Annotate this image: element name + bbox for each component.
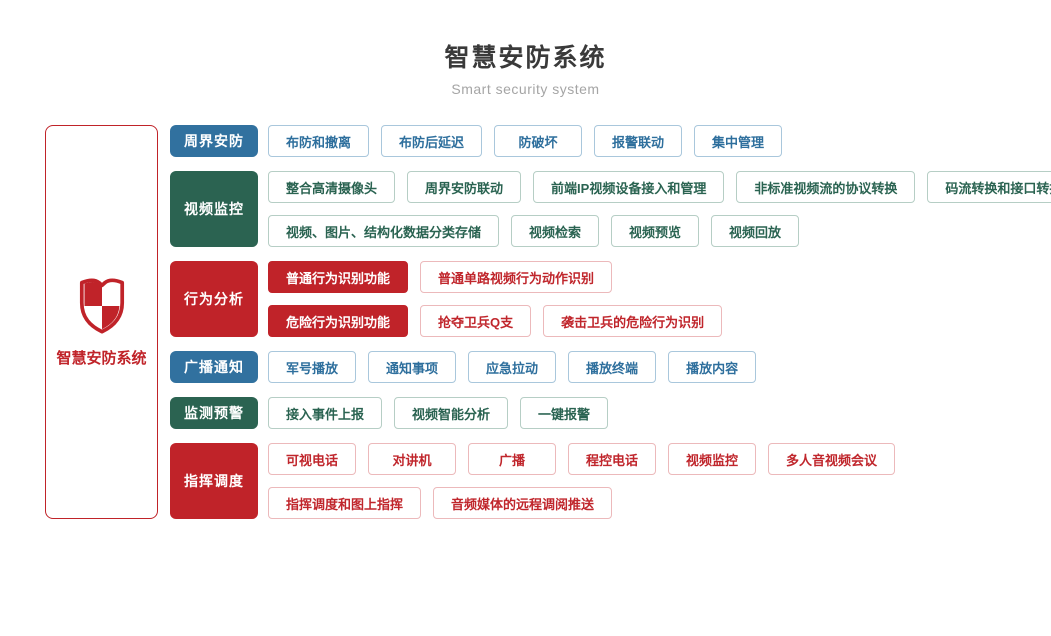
feature-box: 多人音视频会议 [768, 443, 896, 475]
feature-box: 码流转换和接口转换 [927, 171, 1051, 203]
feature-box: 视频智能分析 [394, 397, 509, 429]
category-label: 行为分析 [170, 261, 258, 337]
feature-box: 报警联动 [594, 125, 683, 157]
feature-box: 视频、图片、结构化数据分类存储 [268, 215, 500, 247]
feature-rows: 接入事件上报视频智能分析一键报警 [268, 397, 609, 429]
feature-box: 通知事项 [368, 351, 457, 383]
feature-row: 整合高清摄像头周界安防联动前端IP视频设备接入和管理非标准视频流的协议转换码流转… [268, 171, 1051, 203]
feature-row: 指挥调度和图上指挥音频媒体的远程调阅推送 [268, 487, 895, 519]
feature-box: 普通行为识别功能 [268, 261, 409, 293]
feature-row: 普通行为识别功能普通单路视频行为动作识别 [268, 261, 722, 293]
section: 视频监控整合高清摄像头周界安防联动前端IP视频设备接入和管理非标准视频流的协议转… [170, 171, 1051, 247]
section: 行为分析普通行为识别功能普通单路视频行为动作识别危险行为识别功能抢夺卫兵Q支袭击… [170, 261, 1051, 337]
root-node: 智慧安防系统 [45, 125, 158, 519]
feature-box: 非标准视频流的协议转换 [736, 171, 916, 203]
feature-box: 程控电话 [568, 443, 657, 475]
feature-box: 布防后延迟 [381, 125, 483, 157]
feature-row: 接入事件上报视频智能分析一键报警 [268, 397, 609, 429]
feature-row: 视频、图片、结构化数据分类存储视频检索视频预览视频回放 [268, 215, 1051, 247]
feature-box: 应急拉动 [468, 351, 557, 383]
feature-box: 防破坏 [494, 125, 583, 157]
feature-box: 一键报警 [520, 397, 609, 429]
feature-box: 周界安防联动 [407, 171, 522, 203]
feature-row: 可视电话对讲机广播程控电话视频监控多人音视频会议 [268, 443, 896, 475]
category-label: 广播通知 [170, 351, 258, 383]
sections: 周界安防布防和撤离布防后延迟防破坏报警联动集中管理视频监控整合高清摄像头周界安防… [170, 125, 1051, 519]
page-title: 智慧安防系统 [444, 44, 607, 72]
feature-box: 布防和撤离 [268, 125, 370, 157]
feature-row: 布防和撤离布防后延迟防破坏报警联动集中管理 [268, 125, 783, 157]
section: 周界安防布防和撤离布防后延迟防破坏报警联动集中管理 [170, 125, 1051, 157]
feature-box: 危险行为识别功能 [268, 305, 409, 337]
category-label: 周界安防 [170, 125, 258, 157]
page-subtitle: Smart security system [451, 81, 600, 97]
feature-rows: 军号播放通知事项应急拉动播放终端播放内容 [268, 351, 757, 383]
shield-icon [79, 278, 124, 334]
feature-box: 视频监控 [668, 443, 757, 475]
feature-box: 视频回放 [711, 215, 800, 247]
feature-box: 播放终端 [568, 351, 657, 383]
category-label: 指挥调度 [170, 443, 258, 519]
feature-box: 可视电话 [268, 443, 357, 475]
feature-box: 前端IP视频设备接入和管理 [533, 171, 725, 203]
feature-box: 整合高清摄像头 [268, 171, 396, 203]
category-label: 视频监控 [170, 171, 258, 247]
section: 广播通知军号播放通知事项应急拉动播放终端播放内容 [170, 351, 1051, 383]
feature-box: 指挥调度和图上指挥 [268, 487, 422, 519]
feature-box: 普通单路视频行为动作识别 [420, 261, 613, 293]
feature-box: 视频预览 [611, 215, 700, 247]
feature-row: 危险行为识别功能抢夺卫兵Q支袭击卫兵的危险行为识别 [268, 305, 723, 337]
feature-box: 军号播放 [268, 351, 357, 383]
feature-rows: 整合高清摄像头周界安防联动前端IP视频设备接入和管理非标准视频流的协议转换码流转… [268, 171, 1051, 247]
feature-row: 军号播放通知事项应急拉动播放终端播放内容 [268, 351, 757, 383]
category-label: 监测预警 [170, 397, 258, 429]
section: 监测预警接入事件上报视频智能分析一键报警 [170, 397, 1051, 429]
feature-box: 视频检索 [511, 215, 600, 247]
root-label: 智慧安防系统 [56, 349, 147, 367]
page-header: 智慧安防系统 Smart security system [0, 0, 1051, 97]
diagram: 智慧安防系统 周界安防布防和撤离布防后延迟防破坏报警联动集中管理视频监控整合高清… [45, 125, 1051, 519]
feature-box: 播放内容 [668, 351, 757, 383]
feature-box: 音频媒体的远程调阅推送 [433, 487, 613, 519]
feature-rows: 布防和撤离布防后延迟防破坏报警联动集中管理 [268, 125, 783, 157]
feature-box: 集中管理 [694, 125, 783, 157]
feature-box: 对讲机 [368, 443, 457, 475]
feature-rows: 可视电话对讲机广播程控电话视频监控多人音视频会议指挥调度和图上指挥音频媒体的远程… [268, 443, 896, 519]
section: 指挥调度可视电话对讲机广播程控电话视频监控多人音视频会议指挥调度和图上指挥音频媒… [170, 443, 1051, 519]
feature-box: 抢夺卫兵Q支 [420, 305, 532, 337]
feature-box: 接入事件上报 [268, 397, 383, 429]
feature-box: 袭击卫兵的危险行为识别 [543, 305, 723, 337]
feature-rows: 普通行为识别功能普通单路视频行为动作识别危险行为识别功能抢夺卫兵Q支袭击卫兵的危… [268, 261, 723, 337]
feature-box: 广播 [468, 443, 557, 475]
